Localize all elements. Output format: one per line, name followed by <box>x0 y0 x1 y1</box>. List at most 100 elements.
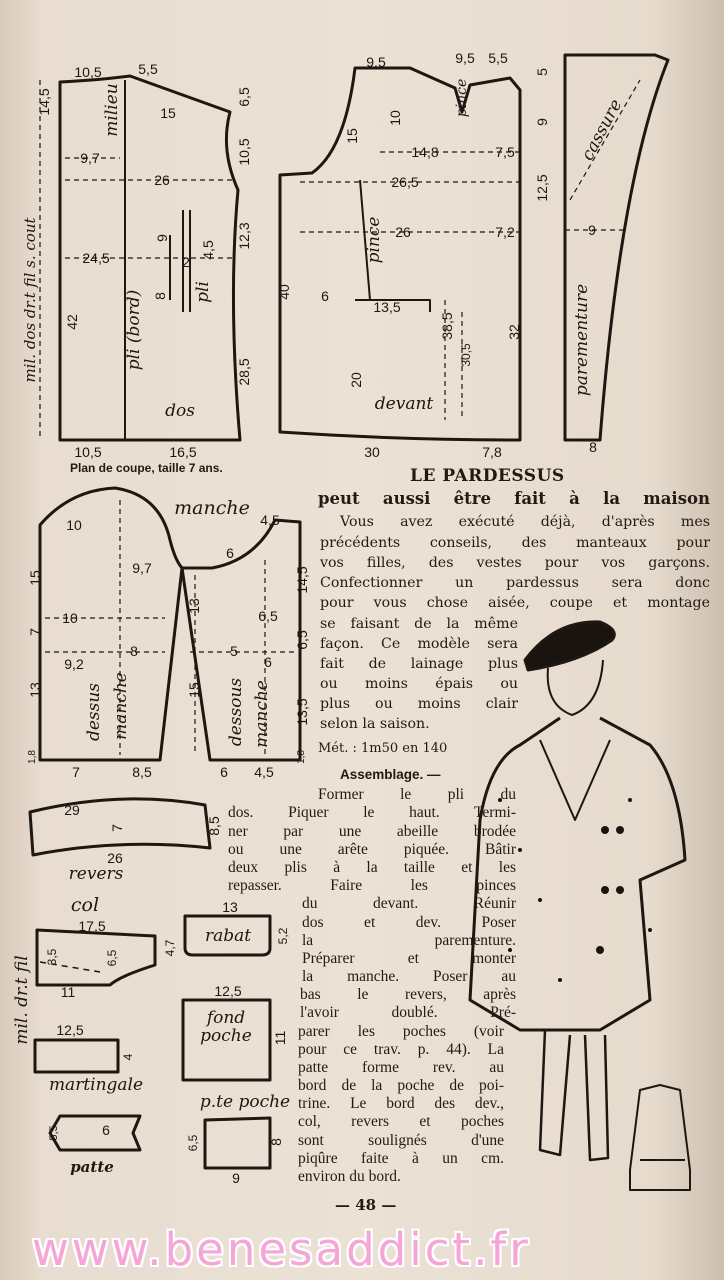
text-line: bord de la poche de poi- <box>298 1077 504 1094</box>
measure-label: 6,5 <box>186 1134 200 1152</box>
text-line: Former le pli du <box>318 786 516 803</box>
text-line: la manche. Poser au <box>302 968 516 985</box>
measure-label: 26 <box>154 172 170 188</box>
measure-label: 7 <box>109 824 125 832</box>
text-line: ou moins épais ou <box>320 676 518 692</box>
text-line: parer les poches (voir <box>298 1023 504 1040</box>
measure-label: 8,5 <box>206 816 222 836</box>
text-line: ou une arête piquée. Bâtir <box>228 841 516 858</box>
measure-label: 8 <box>152 292 168 300</box>
pattern-small-pieces <box>28 797 272 1170</box>
boy-in-overcoat-illustration <box>468 620 687 1162</box>
measure-label: 9 <box>588 222 596 238</box>
pattern-handwritten-label: poche <box>200 1026 252 1046</box>
measure-label: 3,5 <box>45 948 59 966</box>
measure-label: 13 <box>222 899 238 915</box>
measure-label: 26,5 <box>391 174 419 190</box>
text-line: environ du bord. <box>298 1168 401 1185</box>
text-line: col, revers et poches <box>298 1113 504 1130</box>
text-line: fait de lainage plus <box>320 656 518 672</box>
measure-label: 12,5 <box>214 983 242 999</box>
measure-label: 5,5 <box>48 1125 60 1141</box>
measure-label: 8,5 <box>132 764 152 780</box>
measure-label: 4 <box>121 1053 135 1061</box>
measure-label: 28,5 <box>236 358 252 386</box>
measure-label: 10,5 <box>74 444 102 460</box>
text-line: la parementure. <box>302 932 516 949</box>
text-line: vos filles, des vestes pour vos garçons. <box>320 555 710 571</box>
pattern-handwritten-label: p.te poche <box>199 1092 291 1112</box>
measure-label: 9 <box>154 234 170 242</box>
measure-label: 7,2 <box>495 224 515 240</box>
pattern-handwritten-label: patte <box>70 1158 114 1176</box>
text-line: repasser. Faire les pinces <box>228 877 516 894</box>
measure-label: 12,5 <box>56 1022 84 1038</box>
measure-label: 38,5 <box>439 312 455 340</box>
measure-label: 26 <box>107 850 123 866</box>
measure-label: 42 <box>64 314 80 330</box>
pattern-handwritten-label: pli (bord) <box>124 289 144 371</box>
measure-label: 9,7 <box>80 150 100 166</box>
article-subtitle: peut aussi être fait à la maison <box>318 489 710 508</box>
measure-label: 30,5 <box>459 343 473 367</box>
measure-label: 9 <box>232 1170 240 1186</box>
metrage: Mét. : 1m50 en 140 <box>318 741 448 756</box>
pattern-handwritten-label: pince <box>454 78 470 118</box>
measure-label: 12,5 <box>534 174 550 202</box>
measure-label: 9 <box>534 118 550 126</box>
measure-label: 13 <box>186 598 202 614</box>
measure-label: 26 <box>395 224 411 240</box>
measure-label: 11 <box>60 984 76 1000</box>
pattern-handwritten-label: revers <box>68 864 124 884</box>
text-line: piqûre faite à un cm. <box>298 1150 504 1167</box>
pattern-handwritten-label: col <box>70 894 100 916</box>
measure-label: 9,7 <box>132 560 152 576</box>
text-line: Préparer et monter <box>302 950 516 967</box>
text-line: ner par une abeille brodée <box>228 823 516 840</box>
measure-label: 10,5 <box>236 138 252 166</box>
text-line: Confectionner un pardessus sera donc <box>320 575 710 591</box>
pattern-handwritten-label: manche <box>174 497 250 519</box>
measure-label: 4,5 <box>254 764 274 780</box>
measure-label: 15 <box>186 682 202 698</box>
pattern-piece-parementure <box>563 53 670 442</box>
measure-label: 30 <box>364 444 380 460</box>
pattern-handwritten-label: pince <box>364 216 384 264</box>
measure-label: 6,5 <box>258 608 278 624</box>
text-line: précédents conseils, des manteaux pour <box>320 535 710 551</box>
measure-label: 5 <box>534 68 550 76</box>
measure-label: 29 <box>64 802 80 818</box>
measure-label: 6 <box>321 288 329 304</box>
pattern-handwritten-label: dessous <box>226 677 246 747</box>
watermark: www.benesaddict.fr <box>32 1223 531 1276</box>
measure-label: 5,5 <box>488 50 508 66</box>
measure-label: 8 <box>130 643 138 659</box>
measure-label: 40 <box>276 284 292 300</box>
measure-label: 7 <box>72 764 80 780</box>
pattern-piece-devant <box>278 66 522 442</box>
small-coat-back-sketch <box>629 1084 691 1191</box>
text-line: l'avoir doublé. Pré- <box>300 1004 516 1021</box>
text-line: deux plis à la taille et les <box>228 859 516 876</box>
measure-label: 6 <box>226 545 234 561</box>
measure-label: 10 <box>66 517 82 533</box>
pattern-handwritten-label: fond <box>206 1008 246 1028</box>
measure-label: 15 <box>344 128 360 144</box>
measure-label: 2 <box>182 254 190 270</box>
pattern-handwritten-label: mil. dr.t fil <box>12 955 32 1045</box>
text-line: Vous avez exécuté déjà, d'après mes <box>340 514 710 530</box>
measure-label: 6,5 <box>236 87 252 107</box>
measure-label: 12,3 <box>236 222 252 250</box>
measure-label: 20 <box>348 372 364 388</box>
measure-label: 7,5 <box>495 144 515 160</box>
measure-label: 14,8 <box>411 144 439 160</box>
pattern-handwritten-label: rabat <box>204 926 252 946</box>
measure-label: 1,8 <box>27 750 38 764</box>
measure-label: 9,2 <box>64 656 84 672</box>
text-line: plus ou moins clair <box>320 696 518 712</box>
measure-label: 4,5 <box>260 512 280 528</box>
measure-label: 5,5 <box>138 61 158 77</box>
text-line: selon la saison. <box>320 716 430 732</box>
pattern-caption: Plan de coupe, taille 7 ans. <box>70 461 223 475</box>
